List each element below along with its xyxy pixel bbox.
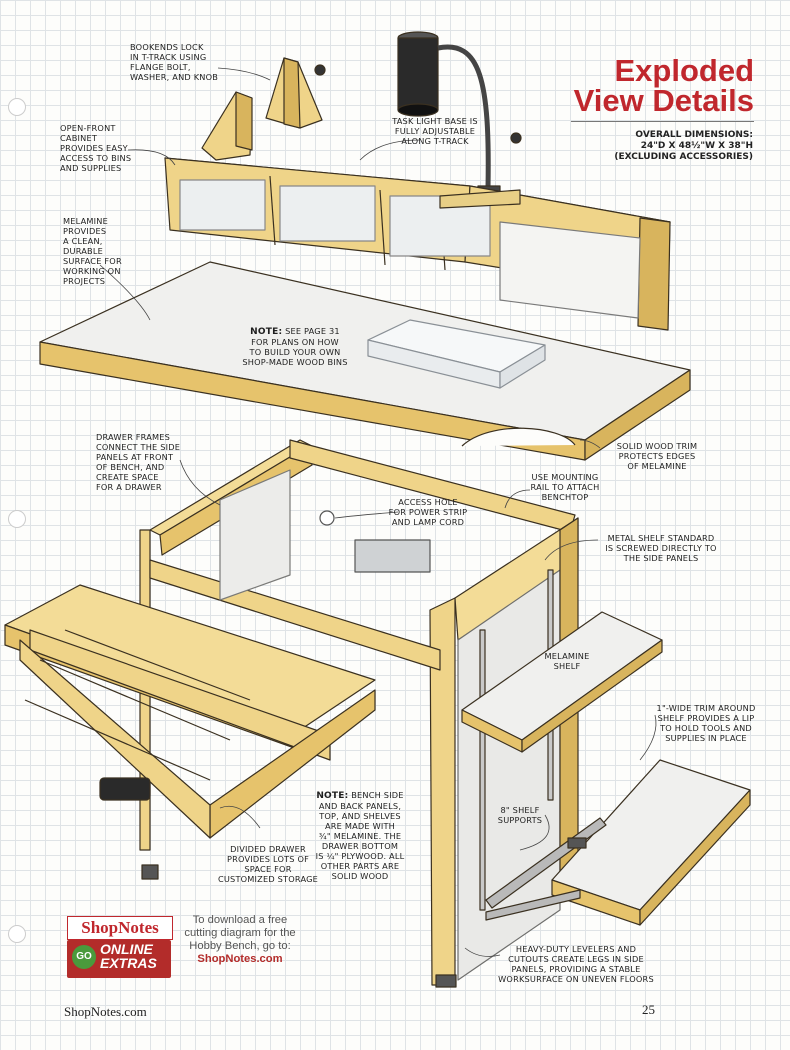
promo-text: To download a free cutting diagram for t… <box>180 914 300 966</box>
overall-dimensions: Overall Dimensions: 24"D x 48½"W x 38"H … <box>614 130 753 162</box>
online-extras-label: ONLINE EXTRAS <box>100 941 157 971</box>
open-front-cabinet <box>164 157 671 331</box>
note-label: NOTE: <box>250 327 283 337</box>
go-icon: GO <box>72 945 96 969</box>
shopnotes-logo: ShopNotes <box>67 916 173 940</box>
bookend-left <box>201 91 253 161</box>
divided-drawer <box>4 584 376 839</box>
bookend-right <box>265 57 326 129</box>
page-title: Exploded View Details <box>573 53 754 118</box>
promo-link[interactable]: ShopNotes.com <box>197 953 283 965</box>
callout-cabinet: Open-front cabinet provides easy access … <box>60 123 132 173</box>
callout-mounting-rail: Use mounting rail to attach benchtop <box>530 472 600 502</box>
callout-task-light: Task light base is fully adjustable alon… <box>392 116 478 146</box>
melamine-shelf-upper <box>461 611 663 753</box>
footer-site: ShopNotes.com <box>64 1004 147 1019</box>
promo-description: To download a free cutting diagram for t… <box>184 914 296 952</box>
binder-hole-bottom <box>8 925 26 943</box>
levelers <box>141 837 587 988</box>
callout-divided-drawer: Divided drawer provides lots of space fo… <box>217 844 319 884</box>
binder-hole-middle <box>8 510 26 528</box>
callout-access-hole: Access hole for power strip and lamp cor… <box>388 497 468 527</box>
callout-note-bins: NOTE: See page 31 for plans on how to bu… <box>225 316 365 367</box>
note-bench-text: Bench side and back panels, top, and she… <box>315 790 405 881</box>
callout-drawer-frames: Drawer frames connect the side panels at… <box>96 432 181 492</box>
binder-hole-top <box>8 98 26 116</box>
leader-lines <box>99 67 657 957</box>
callout-shelf-supports: 8" shelf supports <box>497 805 543 825</box>
melamine-benchtop <box>39 261 691 461</box>
callout-note-bench: NOTE: Bench side and back panels, top, a… <box>310 780 410 881</box>
callout-bookends: Bookends lock in T-track using flange bo… <box>130 42 219 82</box>
online-extras-promo: ShopNotes GO ONLINE EXTRAS To download a… <box>64 912 296 980</box>
note-bins-text: See page 31 for plans on how to build yo… <box>242 326 348 367</box>
callout-melamine-shelf: Melamine shelf <box>544 651 590 671</box>
callout-shelf-trim: 1"-wide trim around shelf provides a lip… <box>656 703 756 743</box>
title-rule <box>571 121 754 122</box>
page-number: 25 <box>642 1002 655 1017</box>
callout-shelf-standard: Metal shelf standard is screwed directly… <box>605 533 717 563</box>
note-label: NOTE: <box>316 791 349 801</box>
callout-solid-trim: Solid wood trim protects edges of melami… <box>616 441 698 471</box>
wood-bin <box>367 319 546 389</box>
callout-melamine: Melamine provides a clean, durable surfa… <box>63 216 122 286</box>
callout-levelers: Heavy-duty levelers and cutouts create l… <box>498 944 654 984</box>
